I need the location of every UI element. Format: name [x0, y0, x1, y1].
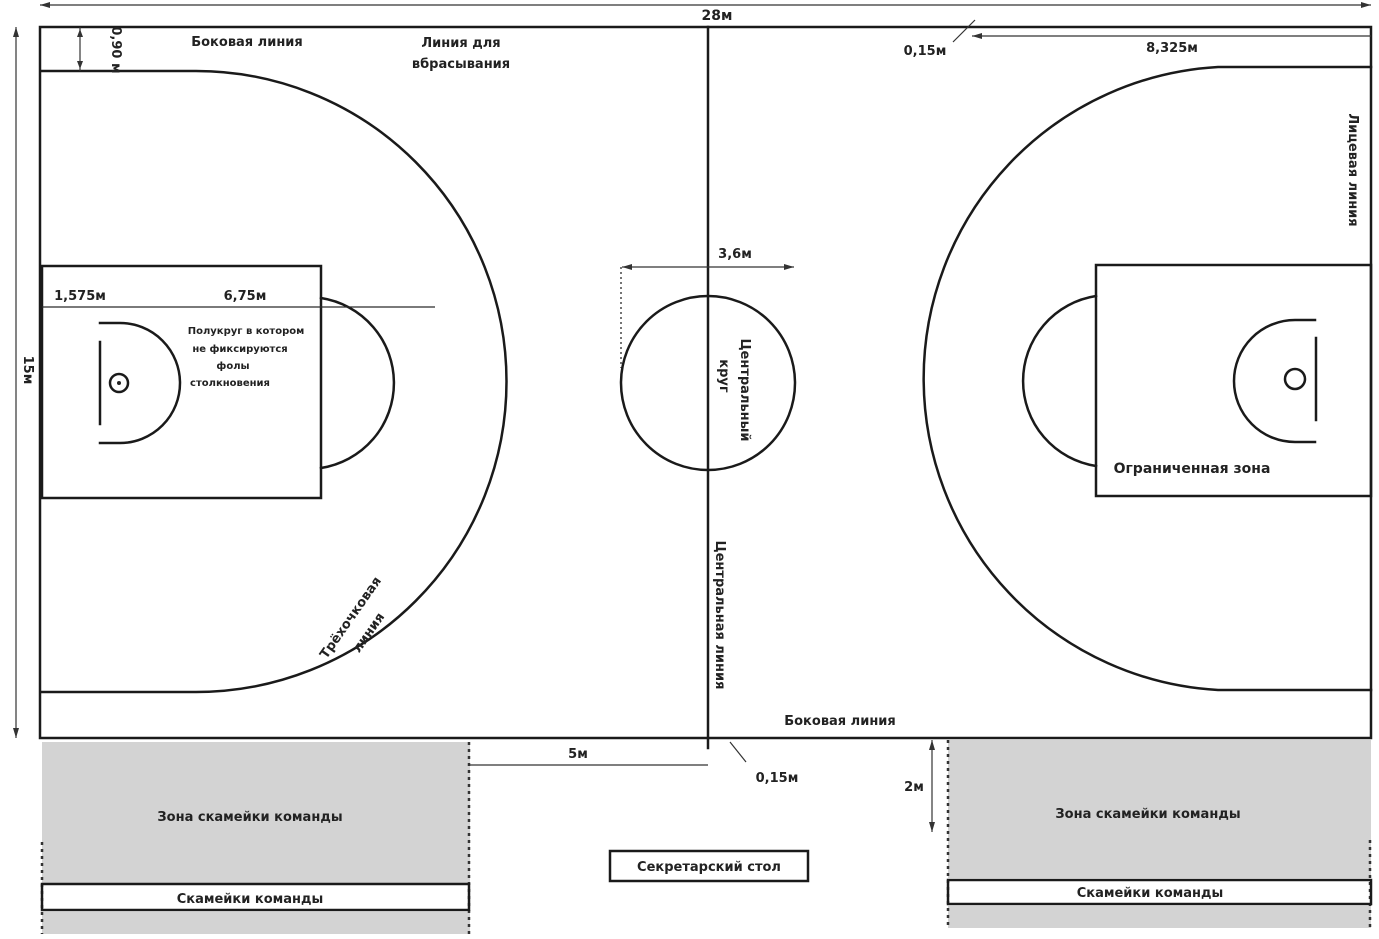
dim-length-arrow-left	[40, 2, 50, 8]
dim-1575-label: 1,575м	[54, 289, 106, 304]
center-circle-label-2: круг	[716, 359, 731, 393]
center-line-label: Центральная линия	[712, 541, 727, 690]
dim-width-arrow-top	[13, 27, 19, 37]
dim-8325-arrow	[972, 33, 982, 39]
dim-2m-label: 2м	[904, 780, 924, 795]
dim-2m-arrow-bottom	[929, 822, 935, 832]
dim-length-arrow-right	[1361, 2, 1371, 8]
dim-090-arrow-top	[77, 29, 83, 37]
dim-8325-label: 8,325м	[1146, 41, 1198, 56]
team-benches-left	[40, 882, 471, 912]
no-charge-label-3: фолы	[216, 360, 249, 372]
dim-015-top-label: 0,15м	[904, 44, 947, 59]
dim-5m-label: 5м	[568, 747, 588, 762]
bench-bottom-strip-left	[42, 912, 470, 934]
no-charge-arc-left	[98, 321, 182, 445]
team-benches-right-label: Скамейки команды	[1077, 886, 1224, 901]
rim-center-left	[117, 381, 121, 385]
dim-090-arrow-bottom	[77, 61, 83, 69]
dim-015-top-pointer	[952, 19, 976, 43]
dim-015-bottom-pointer	[729, 741, 747, 763]
dim-015-bottom-label: 0,15м	[756, 771, 799, 786]
restricted-area-left	[40, 264, 323, 500]
three-point-line-left	[40, 69, 508, 694]
bench-bottom-strip-right	[948, 906, 1371, 928]
bench-zone-right-label: Зона скамейки команды	[1055, 807, 1240, 822]
restricted-zone-label: Ограниченная зона	[1114, 461, 1271, 477]
three-point-line-right	[922, 65, 1373, 692]
throwin-line-label-2: вбрасывания	[412, 57, 510, 72]
dim-36-label: 3,6м	[718, 247, 752, 262]
free-throw-arc-left	[319, 296, 396, 470]
center-circle-label-1: Центральный	[737, 338, 752, 441]
team-benches-right	[946, 878, 1373, 906]
no-charge-arc-right	[1232, 318, 1317, 444]
endline-right-label: Лицевая линия	[1345, 113, 1360, 226]
no-charge-label-2: не фиксируются	[192, 343, 287, 355]
no-charge-label-4: столкновения	[190, 378, 270, 389]
restricted-area-right	[1094, 263, 1373, 498]
bench-zone-left	[42, 742, 470, 884]
rim-right	[1283, 367, 1307, 391]
dim-width-label: 15м	[20, 356, 35, 385]
dim-length-label: 28м	[702, 8, 733, 24]
sideline-top-label: Боковая линия	[191, 35, 303, 50]
throwin-line-label-1: Линия для	[421, 36, 500, 51]
bench-zone-right	[948, 740, 1371, 878]
dim-090-label: 0,90 м	[108, 26, 123, 73]
dim-36-arrow-left	[622, 264, 632, 270]
dim-2m-arrow-top	[929, 740, 935, 750]
bench-zone-left-label: Зона скамейки команды	[157, 810, 342, 825]
team-benches-left-label: Скамейки команды	[177, 892, 324, 907]
rim-left	[108, 372, 130, 394]
center-circle	[619, 294, 797, 472]
no-charge-label-1: Полукруг в котором	[188, 326, 305, 337]
sideline-bottom-label: Боковая линия	[784, 714, 896, 729]
free-throw-arc-right	[1021, 294, 1098, 468]
dim-675-label: 6,75м	[224, 289, 267, 304]
dim-width-arrow-bottom	[13, 728, 19, 738]
scorers-table	[608, 849, 810, 883]
scorers-table-label: Секретарский стол	[637, 860, 781, 875]
dim-36-arrow-right	[784, 264, 794, 270]
